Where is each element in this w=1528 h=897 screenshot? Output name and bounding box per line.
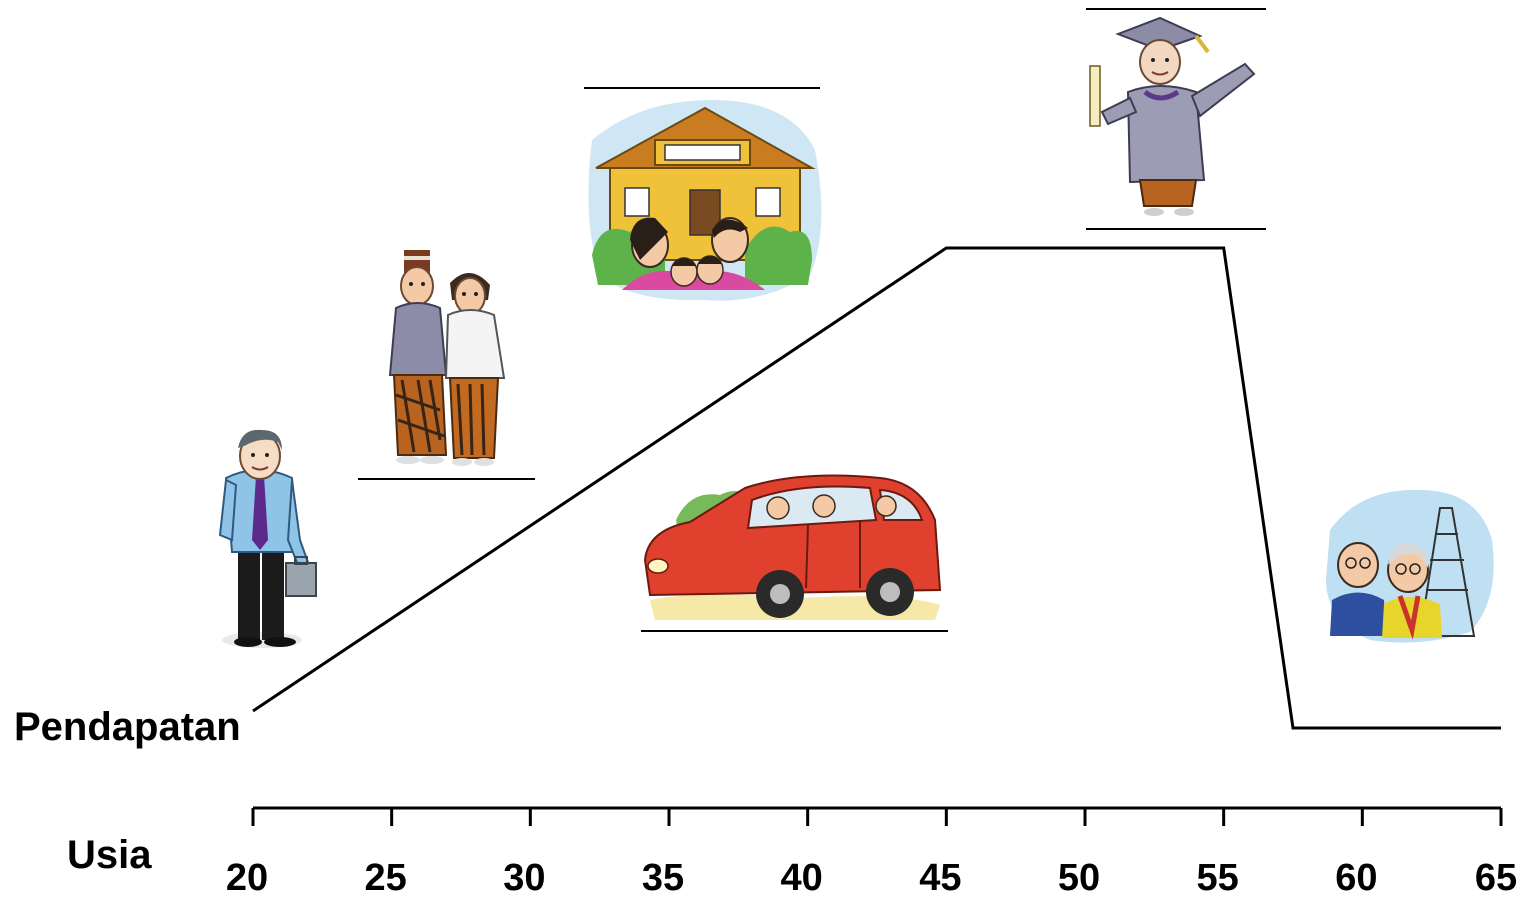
x-tick-label: 40 — [781, 857, 823, 897]
young-worker-illustration — [218, 429, 317, 648]
x-tick-label: 50 — [1058, 857, 1100, 897]
family-car-illustration — [641, 474, 948, 632]
x-axis-label: Usia — [67, 833, 152, 877]
x-tick-label: 65 — [1475, 857, 1517, 897]
x-tick-label: 30 — [503, 857, 545, 897]
y-axis-label: Pendapatan — [14, 705, 241, 749]
x-axis-ticks: 20 25 30 35 40 45 50 55 60 65 — [226, 808, 1517, 897]
graduation-illustration — [1086, 8, 1266, 230]
x-tick-label: 60 — [1335, 857, 1377, 897]
x-tick-label: 25 — [365, 857, 407, 897]
x-tick-label: 20 — [226, 857, 268, 897]
x-tick-label: 55 — [1197, 857, 1239, 897]
income-line — [252, 246, 1501, 730]
married-couple-illustration — [358, 250, 535, 480]
elderly-couple-illustration — [1326, 489, 1494, 643]
x-tick-label: 45 — [919, 857, 961, 897]
family-house-illustration — [584, 87, 822, 301]
x-tick-label: 35 — [642, 857, 684, 897]
